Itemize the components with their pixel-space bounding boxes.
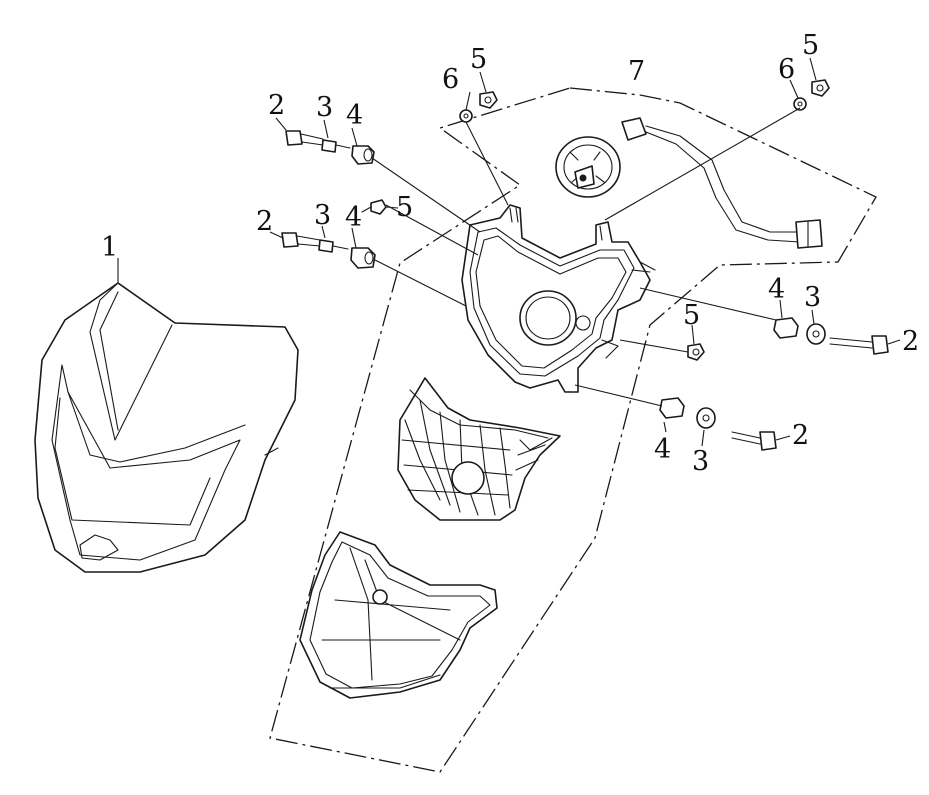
callout-6-upper-right: 6: [778, 54, 795, 85]
assembly-group-outline: [269, 87, 877, 773]
callout-3-right-upper: 3: [804, 282, 821, 313]
callout-7: 7: [628, 56, 645, 87]
callout-2-upper-left: 2: [268, 90, 285, 121]
callout-4-right-upper: 4: [768, 274, 785, 305]
screw-middle-right: [687, 343, 705, 361]
callout-5-middle-right: 5: [683, 300, 700, 331]
callout-5-upper-right: 5: [802, 30, 819, 61]
callout-3-right-lower: 3: [692, 446, 709, 477]
headlight-lens-part: [299, 531, 498, 699]
callout-4-upper-left: 4: [346, 100, 363, 131]
callout-2-middle-left: 2: [256, 206, 273, 237]
screw-middle-left: [361, 199, 387, 215]
callout-3-upper-left: 3: [316, 92, 333, 123]
callout-6-upper-left: 6: [442, 64, 459, 95]
callout-2-right-lower: 2: [792, 420, 809, 451]
bulb-socket-part: [555, 136, 621, 198]
callout-4-right-lower: 4: [654, 434, 671, 465]
wiring-harness-part: [621, 117, 823, 249]
screw-washer-upper-left: [459, 91, 498, 123]
headlight-reflector-part: [397, 377, 561, 521]
bolt-set-middle-left: [281, 232, 376, 269]
leader-lines: [117, 57, 901, 447]
bolt-set-right-upper: [773, 317, 889, 355]
screw-washer-upper-right: [793, 79, 830, 111]
callout-5-middle-left: 5: [396, 192, 413, 223]
callout-4-middle-left: 4: [345, 202, 362, 233]
callout-1: 1: [101, 232, 118, 263]
bolt-set-right-lower: [659, 397, 777, 451]
headlight-frame-part: [461, 204, 656, 393]
callout-3-middle-left: 3: [314, 200, 331, 231]
headlight-cover-part: [34, 282, 299, 573]
callout-2-right-upper: 2: [902, 326, 919, 357]
callout-5-upper-left: 5: [470, 44, 487, 75]
callout-labels: 1 2 3 4 2 3 4 5 6 5 7 5 6 5 4 3 2 4 3 2: [101, 30, 919, 477]
bolt-set-upper-left: [285, 130, 375, 165]
